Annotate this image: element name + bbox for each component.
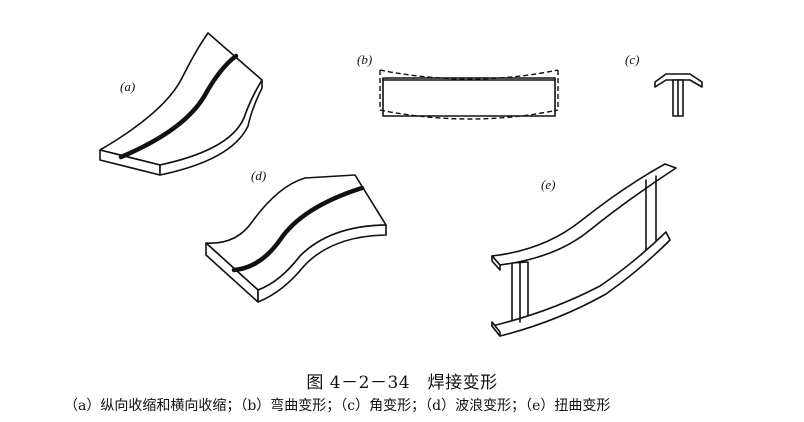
panel-e-top-flange-edge (491, 255, 501, 271)
panel-b-drawing (379, 69, 559, 120)
panel-d-weld-seam (231, 185, 365, 273)
panel-b-label: (b) (357, 52, 373, 67)
panel-e-bottom-flange-edge (491, 321, 501, 337)
figure-caption: （a）纵向收缩和横向收缩；（b）弯曲变形；（c）角变形；（d）波浪变形；（e）扭… (64, 398, 611, 414)
panel-c-flange (654, 73, 703, 88)
panel-e-drawing (491, 163, 677, 337)
panel-b-deformed-bottom (379, 109, 559, 120)
panel-a-label: (a) (120, 79, 136, 94)
panel-b-beam (382, 77, 556, 117)
panel-c-drawing (654, 73, 703, 117)
panel-d-label: (d) (251, 168, 267, 183)
panel-d-plate-side (257, 224, 387, 303)
panel-b-deformed-top (379, 69, 559, 80)
panel-e-label: (e) (541, 177, 556, 192)
panel-a-weld-seam (118, 53, 239, 160)
panel-a-plate-top (99, 32, 263, 166)
panel-a-plate-side (159, 79, 263, 176)
panel-d-drawing (205, 174, 387, 303)
panel-a-drawing (99, 32, 263, 176)
panel-c-label: (c) (625, 52, 640, 67)
panel-e-top-flange (491, 163, 677, 266)
panel-e-bottom-flange (491, 231, 671, 337)
figure-title: 图 4－2－34 焊接变形 (306, 373, 498, 393)
